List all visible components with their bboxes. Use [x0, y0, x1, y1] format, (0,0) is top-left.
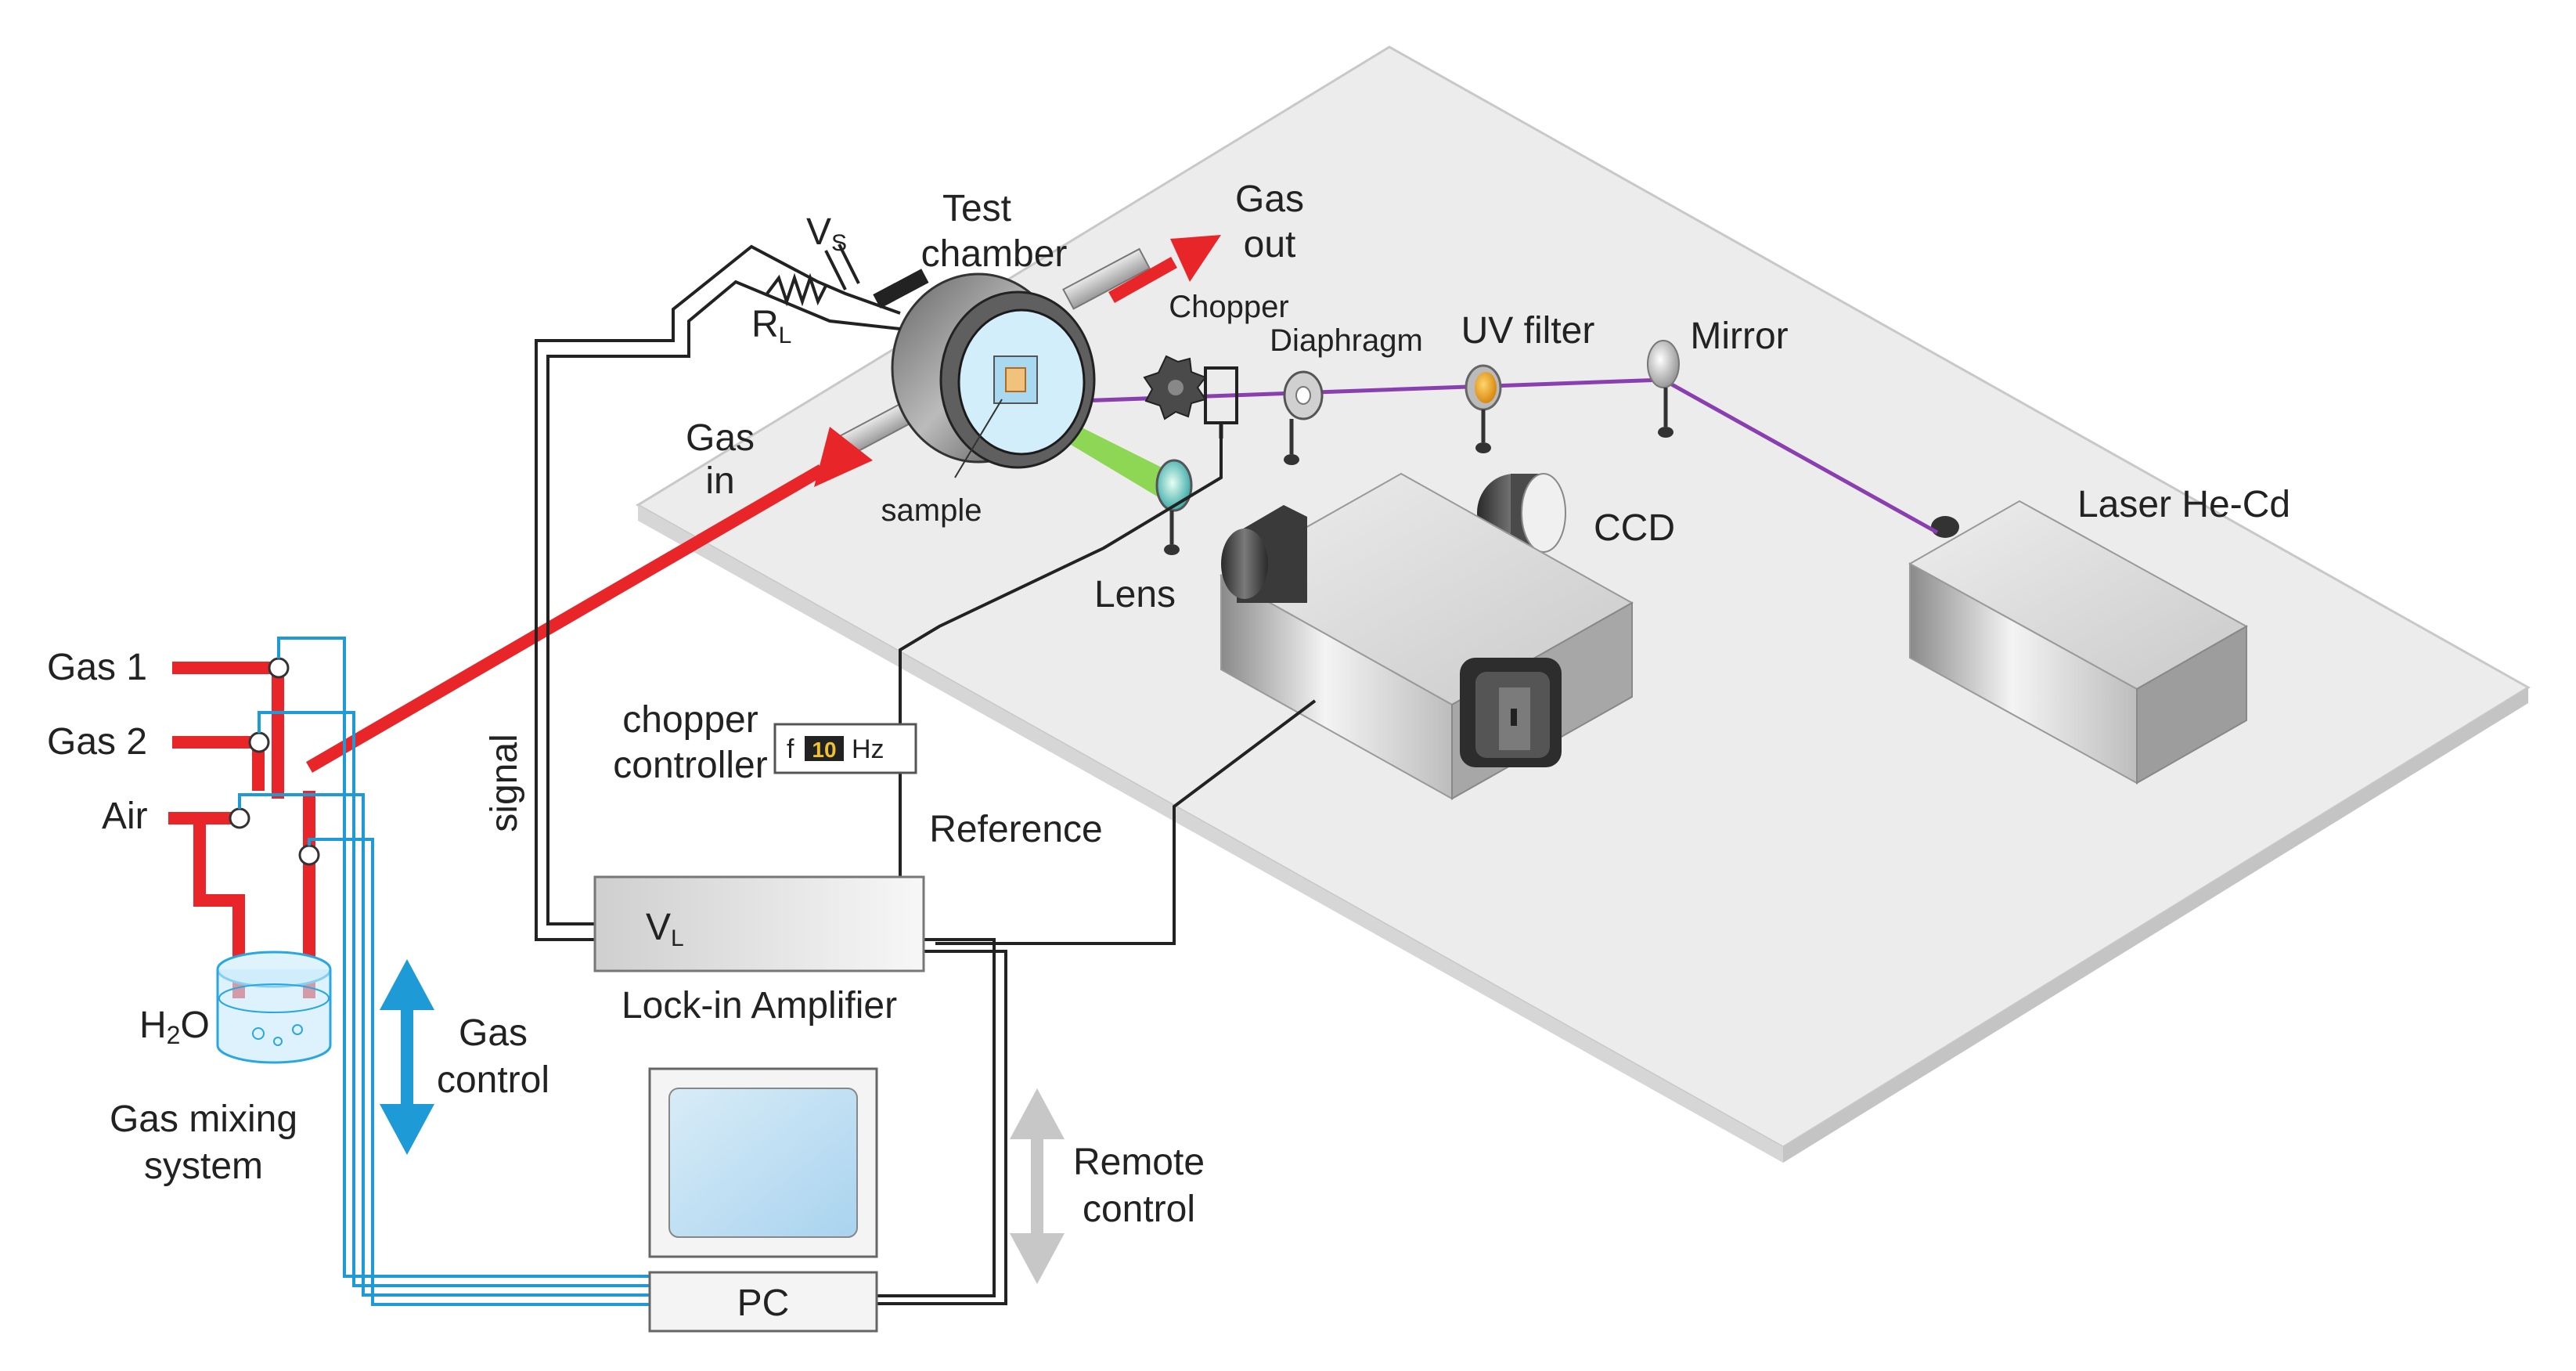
- mirror-label: Mirror: [1690, 316, 1788, 357]
- remote-control-arrow: [1010, 1088, 1065, 1284]
- gas-control-label-line1: Gas: [459, 1012, 528, 1054]
- uv-filter: [1465, 364, 1502, 453]
- signal-wires: [535, 244, 1317, 1305]
- gas-out-label-line1: Gas: [1235, 179, 1304, 220]
- signal-label: signal: [484, 734, 525, 832]
- gas-in-label-line1: Gas: [686, 417, 755, 459]
- lens-label: Lens: [1094, 574, 1176, 615]
- valves: [229, 657, 320, 866]
- reference-label: Reference: [929, 809, 1102, 850]
- gas-lines: [168, 257, 1177, 998]
- lock-in-amplifier: [593, 875, 925, 972]
- chopper-label: Chopper: [1169, 290, 1288, 324]
- chopper-f-label: f: [787, 734, 794, 764]
- gas2-label: Gas 2: [47, 721, 147, 763]
- vs-label: VS: [806, 211, 847, 256]
- chopper: [1143, 355, 1238, 438]
- laser-he-cd: [1908, 500, 2249, 785]
- gas-control-wires: [238, 637, 650, 1306]
- h2o-label: H2O: [139, 1005, 210, 1049]
- pc-label: PC: [737, 1283, 790, 1324]
- rl-resistor: [766, 272, 827, 307]
- ccd-label: CCD: [1594, 507, 1675, 549]
- pc-computer: [648, 1067, 878, 1333]
- vs-source: [824, 244, 860, 290]
- lock-in-amplifier-label: Lock-in Amplifier: [621, 985, 897, 1026]
- ccd-camera: [1219, 472, 1634, 800]
- chopper-controller: [773, 723, 917, 774]
- gas-mixing-label-line1: Gas mixing: [110, 1099, 297, 1140]
- test-chamber: [839, 247, 1151, 478]
- remote-control-label-line1: Remote: [1073, 1142, 1205, 1183]
- test-chamber-label-line1: Test: [942, 188, 1011, 229]
- diaphragm: [1283, 370, 1324, 465]
- gas-control-label-line2: control: [437, 1059, 549, 1101]
- test-chamber-label-line2: chamber: [921, 233, 1068, 275]
- gas-out-label-line2: out: [1244, 224, 1296, 265]
- gas-in-arrow: [814, 427, 873, 487]
- vl-label: VL: [646, 907, 684, 951]
- air-label: Air: [102, 796, 148, 837]
- gas-in-label-line2: in: [705, 460, 734, 502]
- chopper-frequency-value: 10: [812, 738, 836, 762]
- sample-label: sample: [881, 493, 982, 528]
- gas-control-arrow: [380, 959, 434, 1155]
- laser-label: Laser He-Cd: [2077, 484, 2290, 525]
- mirror: [1647, 340, 1680, 438]
- rl-label: RL: [751, 304, 791, 348]
- gas1-label: Gas 1: [47, 647, 147, 688]
- chopper-unit-label: Hz: [852, 734, 884, 764]
- chopper-controller-label-line2: controller: [613, 745, 767, 786]
- gas-mixing-label-line2: system: [144, 1146, 263, 1187]
- remote-control-label-line2: control: [1083, 1189, 1195, 1230]
- water-vessel: [216, 951, 332, 1064]
- chopper-controller-label-line1: chopper: [622, 699, 758, 741]
- diaphragm-label: Diaphragm: [1270, 323, 1423, 358]
- lens: [1155, 459, 1193, 555]
- uv-filter-label: UV filter: [1461, 310, 1595, 352]
- gas-out-arrow: [1170, 235, 1221, 282]
